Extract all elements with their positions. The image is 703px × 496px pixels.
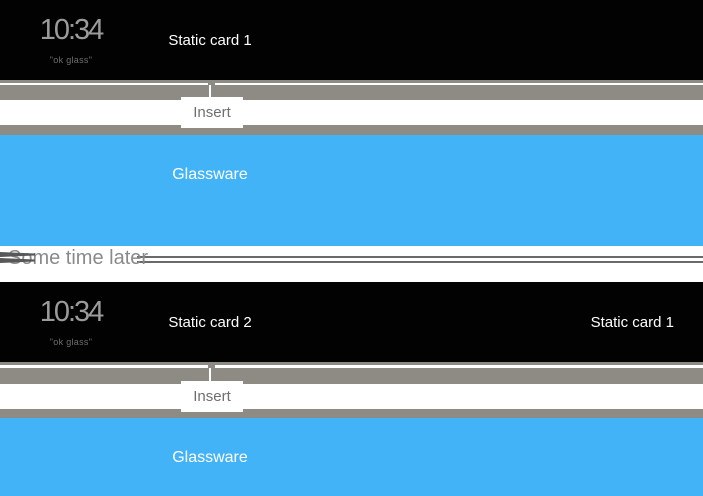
card-stack-bar-lower-1 — [0, 125, 703, 135]
ok-glass-label: "ok glass" — [49, 54, 93, 65]
glassware-label: Glassware — [172, 166, 248, 183]
insertion-seam-1 — [209, 85, 211, 97]
timeline-break-line-bottom — [137, 261, 703, 263]
card-stack-bar-upper-2 — [0, 368, 703, 384]
clock-widget-2: 10:34 "ok glass" — [38, 296, 105, 347]
timeline-break-stub-bottom — [0, 258, 35, 263]
stack-connector-1 — [208, 83, 215, 85]
insertion-seam-2 — [209, 368, 211, 381]
insert-callout-2: Insert — [181, 381, 243, 412]
glassware-label-2: Glassware — [172, 449, 248, 466]
timeline-break-line-top — [137, 256, 703, 258]
card-stack-bar-upper-1 — [0, 85, 703, 100]
clock-card-1: 10:34 "ok glass" Static card 1 — [0, 0, 703, 80]
insert-label-2: Insert — [193, 388, 231, 405]
static-card-2-label: Static card 2 — [168, 313, 252, 331]
time-break-label: Some time later — [8, 247, 149, 269]
clock-card-2: 10:34 "ok glass" Static card 2 Static ca… — [0, 282, 703, 362]
ok-glass-label-2: "ok glass" — [49, 336, 93, 347]
glassware-card-1: Glassware — [0, 135, 703, 246]
card-stack-bar-thin-1 — [0, 80, 703, 83]
static-card-1-shifted-label: Static card 1 — [590, 313, 674, 331]
card-stack-bar-lower-2 — [0, 409, 703, 418]
glassware-card-2: Glassware — [0, 418, 703, 496]
timeline-break-stub-top — [0, 252, 35, 257]
insert-callout-1: Insert — [181, 97, 243, 128]
insert-label: Insert — [193, 104, 231, 121]
card-stack-bar-thin-2 — [0, 362, 703, 365]
clock-time: 10:34 — [39, 14, 105, 46]
clock-time-2: 10:34 — [39, 296, 105, 328]
static-card-1-label: Static card 1 — [168, 31, 252, 49]
stack-connector-2 — [208, 365, 215, 368]
clock-widget: 10:34 "ok glass" — [38, 14, 105, 65]
